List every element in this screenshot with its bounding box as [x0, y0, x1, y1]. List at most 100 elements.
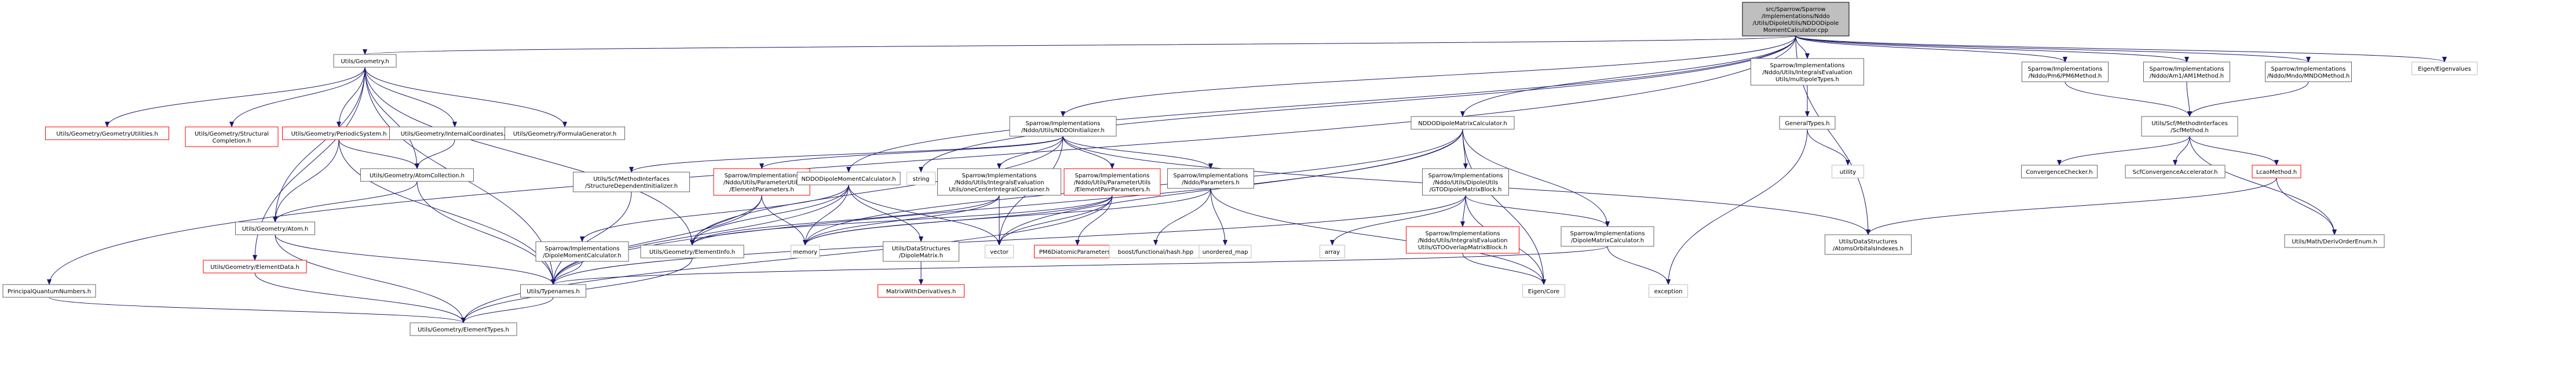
node-box — [45, 126, 169, 140]
edge-nddodmatc-to-dipmatcalc — [1462, 129, 1610, 227]
node-scfconvacc[interactable]: ScfConvergenceAccelerator.h — [2125, 165, 2226, 178]
edge-am1method-to-scfmethod — [2186, 81, 2192, 117]
edge-elempair-to-elemtypes — [461, 195, 1113, 323]
node-elemtypes[interactable]: Utils/Geometry/ElementTypes.h — [410, 322, 517, 336]
node-label: /Implementations/Nddo — [1762, 13, 1830, 20]
node-unorderedmap[interactable]: unordered_map — [1199, 245, 1252, 258]
node-nddoinit[interactable]: Sparrow/Implementations/Nddo/Utils/NDDOI… — [1009, 116, 1117, 137]
node-label: Utils/Geometry/ElementInfo.h — [649, 249, 735, 256]
node-label: Sparrow/Implementations — [1426, 231, 1500, 237]
node-pm6method[interactable]: Sparrow/Implementations/Nddo/Pm6/PM6Meth… — [2022, 61, 2109, 82]
node-nddodmatc[interactable]: NDDODipoleMatrixCalculator.h — [1411, 116, 1515, 130]
node-lcaomethod[interactable]: LcaoMethod.h — [2252, 165, 2301, 178]
edge-nddodmc-to-typenames — [551, 184, 849, 285]
node-dsdipole[interactable]: Utils/DataStructures/DipoleMatrix.h — [883, 241, 959, 262]
node-elemdata[interactable]: Utils/Geometry/ElementData.h — [203, 260, 307, 274]
node-formula[interactable]: Utils/Geometry/FormulaGenerator.h — [505, 126, 625, 140]
node-derivorder[interactable]: Utils/Math/DerivOrderEnum.h — [2284, 234, 2385, 248]
node-label: PrincipalQuantumNumbers.h — [8, 289, 91, 295]
edge-periodic-to-atom — [273, 139, 339, 223]
node-root[interactable]: src/Sparrow/Sparrow/Implementations/Nddo… — [1742, 2, 1850, 37]
node-box — [907, 172, 936, 185]
node-elempair[interactable]: Sparrow/Implementations/Nddo/Utils/Param… — [1064, 168, 1161, 196]
node-label: /DipoleMatrixCalculator.h — [1571, 238, 1644, 244]
node-dipmatcalc[interactable]: Sparrow/Implementations/DipoleMatrixCalc… — [1561, 226, 1654, 247]
edge-dipmatcalc-to-typenames — [551, 246, 1608, 285]
node-label: Sparrow/Implementations — [2028, 66, 2103, 72]
node-nddodmc[interactable]: NDDODipoleMomentCalculator.h — [796, 172, 901, 185]
node-exception[interactable]: exception — [1649, 284, 1688, 298]
edge-atomcoll-to-typenames — [416, 181, 556, 285]
node-scfsdi[interactable]: Utils/Scf/MethodInterfaces/StructureDepe… — [573, 172, 690, 192]
node-memory[interactable]: memory — [791, 245, 820, 258]
node-label: Utils/Math/DerivOrderEnum.h — [2292, 239, 2377, 245]
node-box — [2143, 61, 2230, 82]
node-vector[interactable]: vector — [985, 245, 1014, 258]
node-box — [640, 245, 744, 258]
node-label: Sparrow/Implementations — [2150, 66, 2224, 72]
edge-root-to-nddoinit — [1061, 35, 1796, 117]
edge-elemparams-to-typenames — [551, 195, 762, 285]
node-label: Utils/DataStructures — [1839, 239, 1898, 245]
node-pm6diat[interactable]: PM6DiatomicParameters.h — [1034, 245, 1121, 258]
edge-lcaomethod-to-derivorder — [2276, 177, 2337, 235]
node-box — [2284, 234, 2385, 248]
node-box — [1742, 2, 1850, 37]
node-box — [2, 284, 96, 298]
node-atomcoll[interactable]: Utils/Geometry/AtomCollection.h — [360, 168, 474, 182]
node-scfmethod[interactable]: Utils/Scf/MethodInterfaces/ScfMethod.h — [2141, 116, 2238, 137]
node-geometry[interactable]: Utils/Geometry.h — [333, 54, 397, 68]
node-utility[interactable]: utility — [1832, 165, 1864, 178]
node-label: /Nddo/Utils/IntegralsEvaluation — [1762, 70, 1852, 76]
node-geomutil[interactable]: Utils/Geometry/GeometryUtilities.h — [45, 126, 169, 140]
node-gtodmb[interactable]: Sparrow/Implementations/Nddo/Utils/Dipol… — [1422, 168, 1509, 196]
node-atom[interactable]: Utils/Geometry/Atom.h — [235, 221, 315, 235]
node-array[interactable]: array — [1320, 245, 1345, 258]
node-elemparams[interactable]: Sparrow/Implementations/Nddo/Utils/Param… — [713, 168, 810, 196]
node-am1method[interactable]: Sparrow/Implementations/Nddo/Am1/AM1Meth… — [2143, 61, 2230, 82]
edge-pqn-to-elemtypes — [49, 297, 466, 323]
node-label: memory — [793, 249, 817, 256]
edge-nddoinit-to-elemparams — [759, 136, 1064, 169]
node-label: /Nddo/Pm6/PM6Method.h — [2029, 73, 2102, 79]
node-atomsorb[interactable]: Utils/DataStructures/AtomsOrbitalsIndexe… — [1825, 234, 1912, 255]
edge-elemparams-to-elementinfo — [690, 195, 762, 246]
node-periodic[interactable]: Utils/Geometry/PeriodicSystem.h — [282, 126, 396, 140]
node-elementinfo[interactable]: Utils/Geometry/ElementInfo.h — [640, 245, 744, 258]
node-label: /Nddo/Utils/ParameterUtils — [1074, 180, 1150, 186]
node-mndomethod[interactable]: Sparrow/Implementations/Nddo/Mndo/MNDOMe… — [2265, 61, 2352, 82]
edge-nddodmc-to-dipmomcalc — [580, 184, 849, 242]
node-box — [796, 172, 901, 185]
node-generaltypes[interactable]: GeneralTypes.h — [1779, 116, 1836, 130]
node-label: Utils/Geometry.h — [341, 59, 389, 65]
node-label: Utils/oneCenterIntegralContainer.h — [949, 187, 1050, 193]
edge-nddoinit-to-onecenter — [997, 136, 1064, 169]
node-pqn[interactable]: PrincipalQuantumNumbers.h — [2, 284, 96, 298]
node-string[interactable]: string — [907, 172, 936, 185]
node-convchecker[interactable]: ConvergenceChecker.h — [2021, 165, 2098, 178]
node-gtoovl[interactable]: Sparrow/Implementations/Nddo/Utils/Integ… — [1406, 226, 1519, 254]
node-label: ScfConvergenceAccelerator.h — [2132, 169, 2217, 176]
node-multipole[interactable]: Sparrow/Implementations/Nddo/Utils/Integ… — [1751, 58, 1864, 86]
node-label: Sparrow/Implementations — [1026, 121, 1101, 127]
node-matrixwd[interactable]: MatrixWithDerivatives.h — [878, 284, 964, 298]
edge-nddodmc-to-vector — [848, 184, 1002, 246]
node-label: /Nddo/Utils/IntegralsEvaluation — [954, 180, 1044, 186]
node-dipmomcalc[interactable]: Sparrow/Implementations/DipoleMomentCalc… — [535, 241, 629, 262]
node-label: PM6DiatomicParameters.h — [1039, 249, 1116, 256]
node-eigenvalues[interactable]: Eigen/Eigenvalues — [2411, 61, 2478, 75]
node-typenames[interactable]: Utils/Typenames.h — [520, 284, 586, 298]
node-label: vector — [990, 249, 1009, 256]
node-label: MomentCalculator.cpp — [1763, 27, 1828, 34]
node-nddoparams[interactable]: Sparrow/Implementations/Nddo/Parameters.… — [1167, 168, 1254, 189]
node-internal[interactable]: Utils/Geometry/InternalCoordinates.h — [389, 126, 520, 140]
node-onecenter[interactable]: Sparrow/Implementations/Nddo/Utils/Integ… — [937, 168, 1061, 196]
node-boosthash[interactable]: boost/functional/hash.hpp — [1109, 245, 1203, 258]
node-label: /Utils/DipoleUtils/NDDODipole — [1753, 20, 1839, 27]
node-label: /Nddo/Utils/NDDOInitializer.h — [1021, 127, 1105, 134]
node-label: GeneralTypes.h — [1785, 121, 1829, 127]
edge-gtoovl-to-eigencore — [1462, 253, 1546, 285]
node-eigencore[interactable]: Eigen/Core — [1522, 284, 1565, 298]
